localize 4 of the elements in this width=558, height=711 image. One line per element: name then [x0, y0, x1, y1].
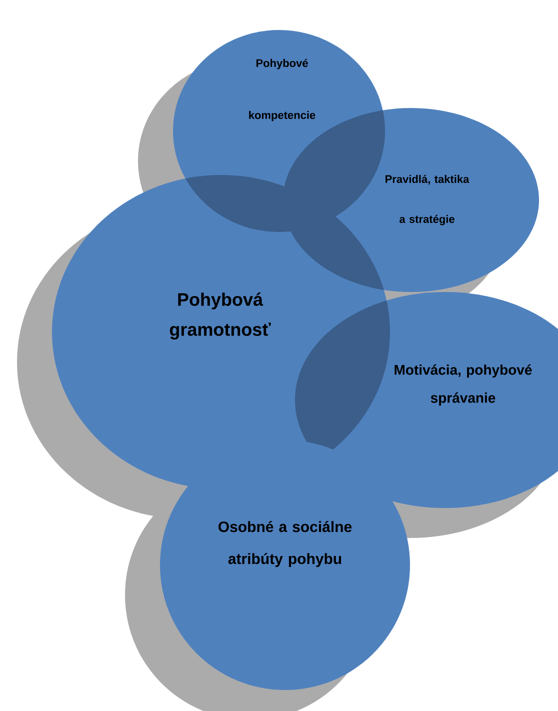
circle-node: Osobné a sociálne atribúty pohybu — [160, 440, 410, 690]
node-label: Osobné a sociálne atribúty pohybu — [218, 520, 352, 568]
node-label: Motivácia, pohybové správanie — [394, 364, 532, 406]
node-label: Pohybová gramotnosť — [170, 292, 271, 340]
